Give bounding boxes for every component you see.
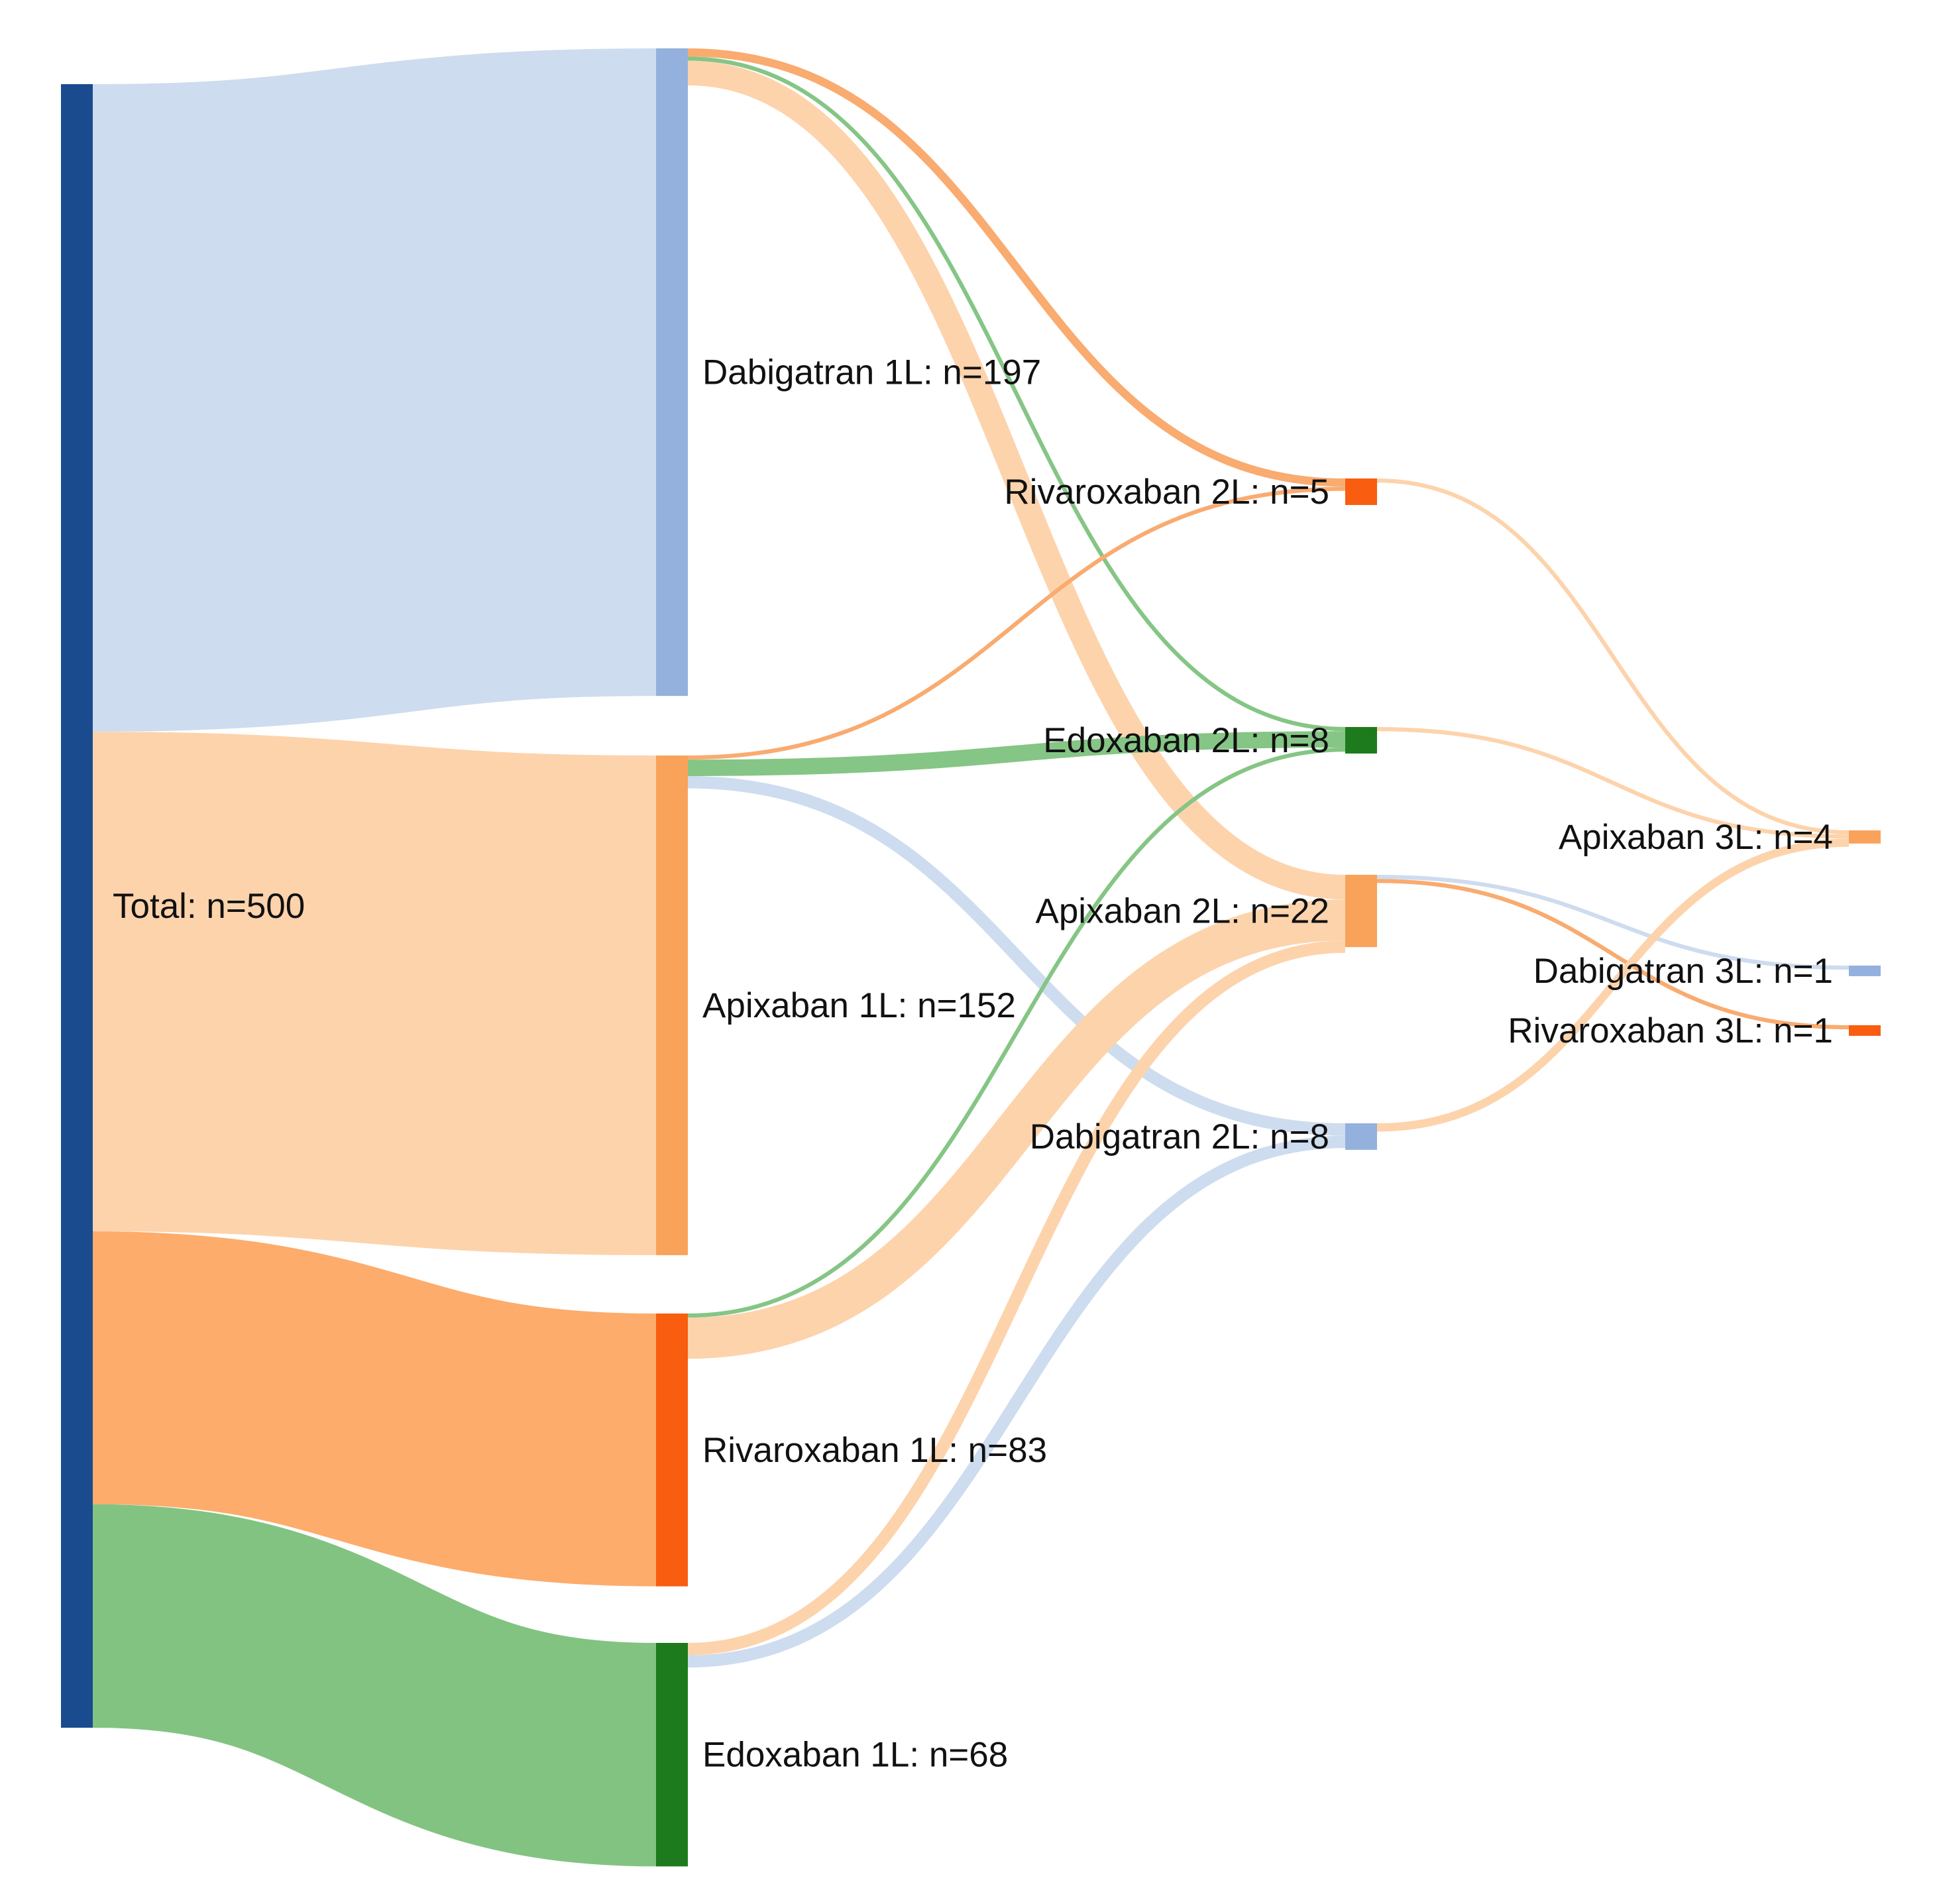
node-total: [61, 84, 93, 1728]
node-edo1: [656, 1643, 688, 1867]
link-total-to-dab1: [92, 48, 657, 732]
node-label-api1: Apixaban 1L: n=152: [702, 986, 1016, 1025]
node-api1: [656, 756, 688, 1255]
link-api2-to-riv3: [1376, 879, 1850, 1030]
link-riv1-to-edo2: [687, 748, 1346, 1318]
link-api1-to-edo2: [687, 731, 1346, 776]
link-api2-to-dab3: [1376, 875, 1850, 970]
node-label-edo1: Edoxaban 1L: n=68: [702, 1736, 1008, 1775]
link-dab1-to-riv2: [687, 48, 1346, 487]
node-riv3: [1849, 1025, 1881, 1036]
node-riv2: [1345, 478, 1377, 505]
nodes-layer: [61, 48, 1881, 1867]
node-label-dab3: Dabigatran 3L: n=1: [1533, 952, 1833, 991]
node-label-total: Total: n=500: [113, 887, 305, 926]
link-edo2-to-api3: [1376, 727, 1850, 839]
link-dab2-to-api3: [1376, 838, 1850, 1132]
node-dab1: [656, 48, 688, 697]
node-riv1: [656, 1314, 688, 1587]
link-total-to-api1: [92, 732, 657, 1255]
node-dab2: [1345, 1123, 1377, 1150]
link-edo1-to-api2: [687, 940, 1346, 1655]
link-riv2-to-api3: [1376, 478, 1850, 835]
link-api1-to-riv2: [687, 486, 1346, 760]
link-edo1-to-dab2: [687, 1135, 1346, 1668]
node-label-dab1: Dabigatran 1L: n=197: [702, 353, 1041, 392]
node-api3: [1849, 830, 1881, 844]
node-label-edo2: Edoxaban 2L: n=8: [1043, 721, 1329, 760]
node-edo2: [1345, 727, 1377, 754]
node-label-api3: Apixaban 3L: n=4: [1559, 818, 1833, 857]
node-dab3: [1849, 966, 1881, 976]
node-label-riv3: Rivaroxaban 3L: n=1: [1508, 1011, 1833, 1050]
link-dab1-to-edo2: [687, 56, 1346, 732]
labels-layer: Total: n=500 Dabigatran 1L: n=197Apixaban…: [113, 353, 1833, 1775]
node-label-api2: Apixaban 2L: n=22: [1035, 892, 1329, 931]
link-api1-to-dab2: [687, 776, 1346, 1136]
node-api2: [1345, 875, 1377, 948]
links-layer: [91, 48, 1850, 1867]
node-label-riv2: Rivaroxaban 2L: n=5: [1004, 473, 1329, 512]
link-total-to-riv1: [92, 1231, 657, 1587]
link-total-to-edo1: [91, 1504, 657, 1867]
link-riv1-to-api2: [687, 899, 1346, 1359]
node-label-dab2: Dabigatran 2L: n=8: [1030, 1117, 1329, 1156]
node-label-riv1: Rivaroxaban 1L: n=83: [702, 1431, 1047, 1470]
link-dab1-to-api2: [687, 60, 1346, 900]
